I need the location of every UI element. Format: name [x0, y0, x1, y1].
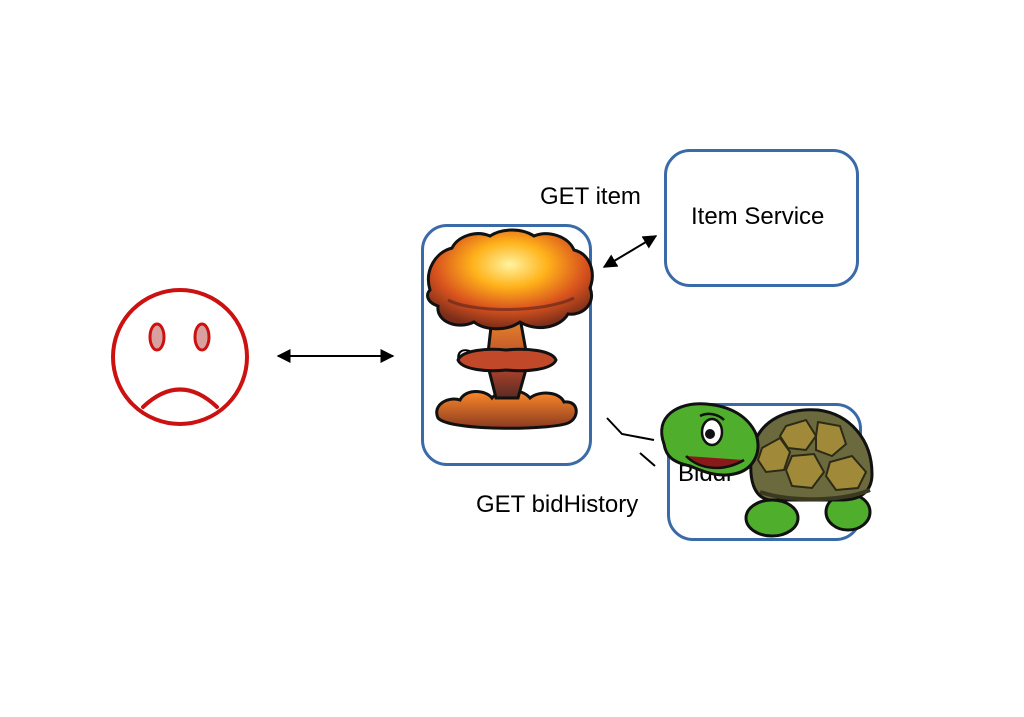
item-service-box — [664, 149, 859, 287]
gateway-item-service-arrow — [602, 235, 658, 268]
get-item-edge-label: GET item — [540, 183, 641, 210]
get-bid-history-edge-label: GET bidHistory — [476, 491, 639, 518]
gateway-bidding-connector — [606, 417, 655, 441]
item-service-label: Item Service — [691, 203, 825, 230]
bidding-connector-stub — [639, 452, 656, 467]
